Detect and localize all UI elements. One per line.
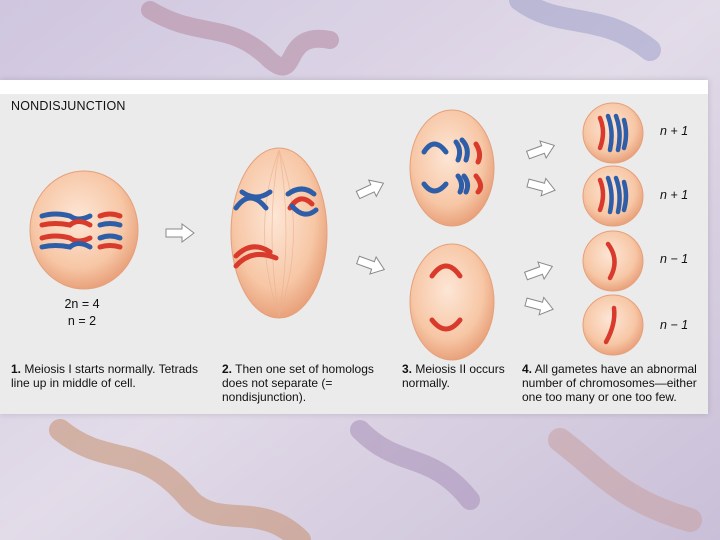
arrow-step-2-to-3-bottom [355, 252, 387, 278]
caption-3-number: 3. [402, 362, 412, 376]
gamete-4-label: n − 1 [660, 318, 688, 332]
caption-4-bold: All gametes have an abnormal [535, 362, 697, 376]
caption-step-1: 1. Meiosis I starts normally. Tetrads li… [11, 362, 211, 390]
arrow-to-gamete-4 [524, 293, 556, 318]
gamete-2 [583, 166, 643, 226]
caption-3-rest: normally. [402, 376, 450, 390]
gamete-2-label: n + 1 [660, 188, 688, 202]
figure-panel: NONDISJUNCTION 2n = 4 n = 2 n + 1 n + 1 … [0, 80, 708, 414]
arrow-to-gamete-3 [523, 258, 555, 284]
caption-3-bold: Meiosis II occurs [415, 362, 504, 376]
gamete-4 [583, 295, 643, 355]
arrow-to-gamete-1 [525, 137, 557, 163]
gamete-1 [583, 103, 643, 163]
gamete-1-label: n + 1 [660, 124, 688, 138]
caption-step-3: 3. Meiosis II occurs normally. [402, 362, 520, 390]
arrow-step-1-to-2 [166, 224, 194, 242]
gamete-3-label: n − 1 [660, 252, 688, 266]
ploidy-n-label: n = 2 [52, 314, 112, 328]
caption-2-number: 2. [222, 362, 232, 376]
arrow-to-gamete-2 [526, 174, 558, 199]
caption-2-bold: Then one set of [235, 362, 318, 376]
cell-meiosis-2-bottom [410, 244, 494, 360]
caption-4-number: 4. [522, 362, 532, 376]
cell-meiosis-2-top [410, 110, 494, 226]
arrow-step-2-to-3-top [354, 175, 387, 203]
caption-step-2: 2. Then one set of homologs does not sep… [222, 362, 382, 404]
cell-meiosis-1 [30, 171, 138, 289]
caption-step-4: 4. All gametes have an abnormal number o… [522, 362, 706, 404]
caption-1-number: 1. [11, 362, 21, 376]
caption-1-bold: Meiosis I starts normally. [24, 362, 155, 376]
gamete-3 [583, 231, 643, 291]
figure-title: NONDISJUNCTION [11, 99, 126, 113]
cell-nondisjunction [231, 148, 327, 318]
caption-4-rest: number of chromosomes—either one too man… [522, 376, 697, 404]
ploidy-2n-label: 2n = 4 [52, 297, 112, 311]
